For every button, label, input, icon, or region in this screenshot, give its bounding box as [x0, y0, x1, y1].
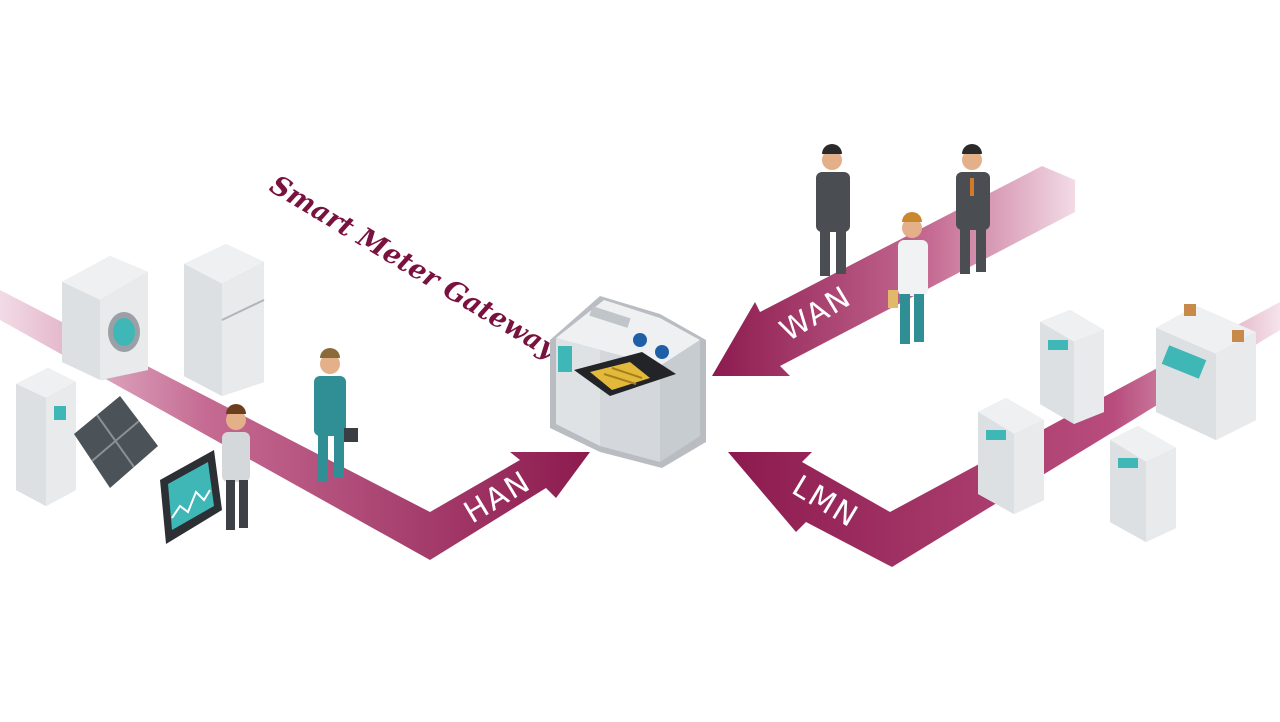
suited-person-icon	[956, 144, 990, 274]
electricity-meter-icon	[1040, 310, 1104, 424]
gateway-device	[550, 296, 706, 468]
knob-icon	[633, 333, 647, 347]
heat-pump-icon	[16, 368, 76, 506]
electricity-meter-icon	[1110, 426, 1176, 542]
suited-person-icon	[816, 144, 850, 276]
resident-person-icon	[222, 404, 250, 530]
toolbox-icon	[344, 428, 358, 442]
gateway-status-screen	[558, 346, 572, 372]
washing-machine-icon	[62, 256, 148, 380]
knob-icon	[655, 345, 669, 359]
chip-icon	[590, 362, 650, 390]
solar-panel-icon	[74, 396, 158, 488]
wan-arrow: WAN	[712, 166, 1075, 376]
fridge-icon	[184, 244, 265, 396]
electricity-meter-icon	[978, 398, 1044, 514]
technician-person-icon	[314, 348, 358, 482]
diagram-title: Smart Meter Gateway	[264, 169, 564, 366]
energy-display-tablet-icon	[160, 450, 222, 544]
gas-meter-icon	[1156, 304, 1256, 440]
analyst-person-icon	[888, 212, 928, 344]
